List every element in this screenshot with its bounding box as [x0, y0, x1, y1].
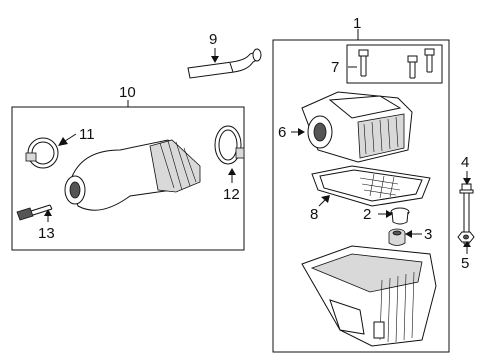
- callout-9: 9: [209, 31, 217, 48]
- housing-nut: [457, 231, 475, 243]
- lower-housing: [301, 245, 437, 347]
- callout-11: 11: [79, 126, 95, 143]
- callout-7: 7: [331, 59, 339, 76]
- assembly-1-box: [272, 39, 450, 353]
- callout-labels: 1 2 3 4 5 6 7 8 9 10 11 12 13: [38, 15, 469, 272]
- callout-1: 1: [353, 15, 361, 32]
- isolator: [388, 228, 406, 246]
- bolt-c: [424, 48, 435, 73]
- callout-5: 5: [461, 255, 469, 272]
- callout-4: 4: [461, 154, 469, 171]
- callout-12: 12: [223, 186, 240, 203]
- leader-lines: [44, 29, 471, 254]
- air-temperature-sensor: [16, 204, 53, 221]
- callout-2: 2: [363, 206, 371, 223]
- callout-6: 6: [278, 124, 286, 141]
- callout-3: 3: [424, 226, 432, 243]
- grommet: [390, 207, 410, 225]
- bolt-set-7-box: [346, 44, 443, 84]
- bolt-a: [358, 49, 369, 77]
- intake-hose: [64, 139, 201, 211]
- hose-clamp-large: [214, 125, 245, 165]
- bolt-set: [358, 48, 435, 79]
- filter-element: [311, 165, 431, 207]
- bolt-b: [407, 55, 418, 79]
- callout-10: 10: [119, 84, 136, 101]
- callout-13: 13: [38, 225, 55, 242]
- hose-clamp-small: [25, 137, 59, 169]
- callout-8: 8: [310, 206, 318, 223]
- breather-hose: [187, 48, 262, 79]
- air-cleaner-cover: [301, 91, 413, 163]
